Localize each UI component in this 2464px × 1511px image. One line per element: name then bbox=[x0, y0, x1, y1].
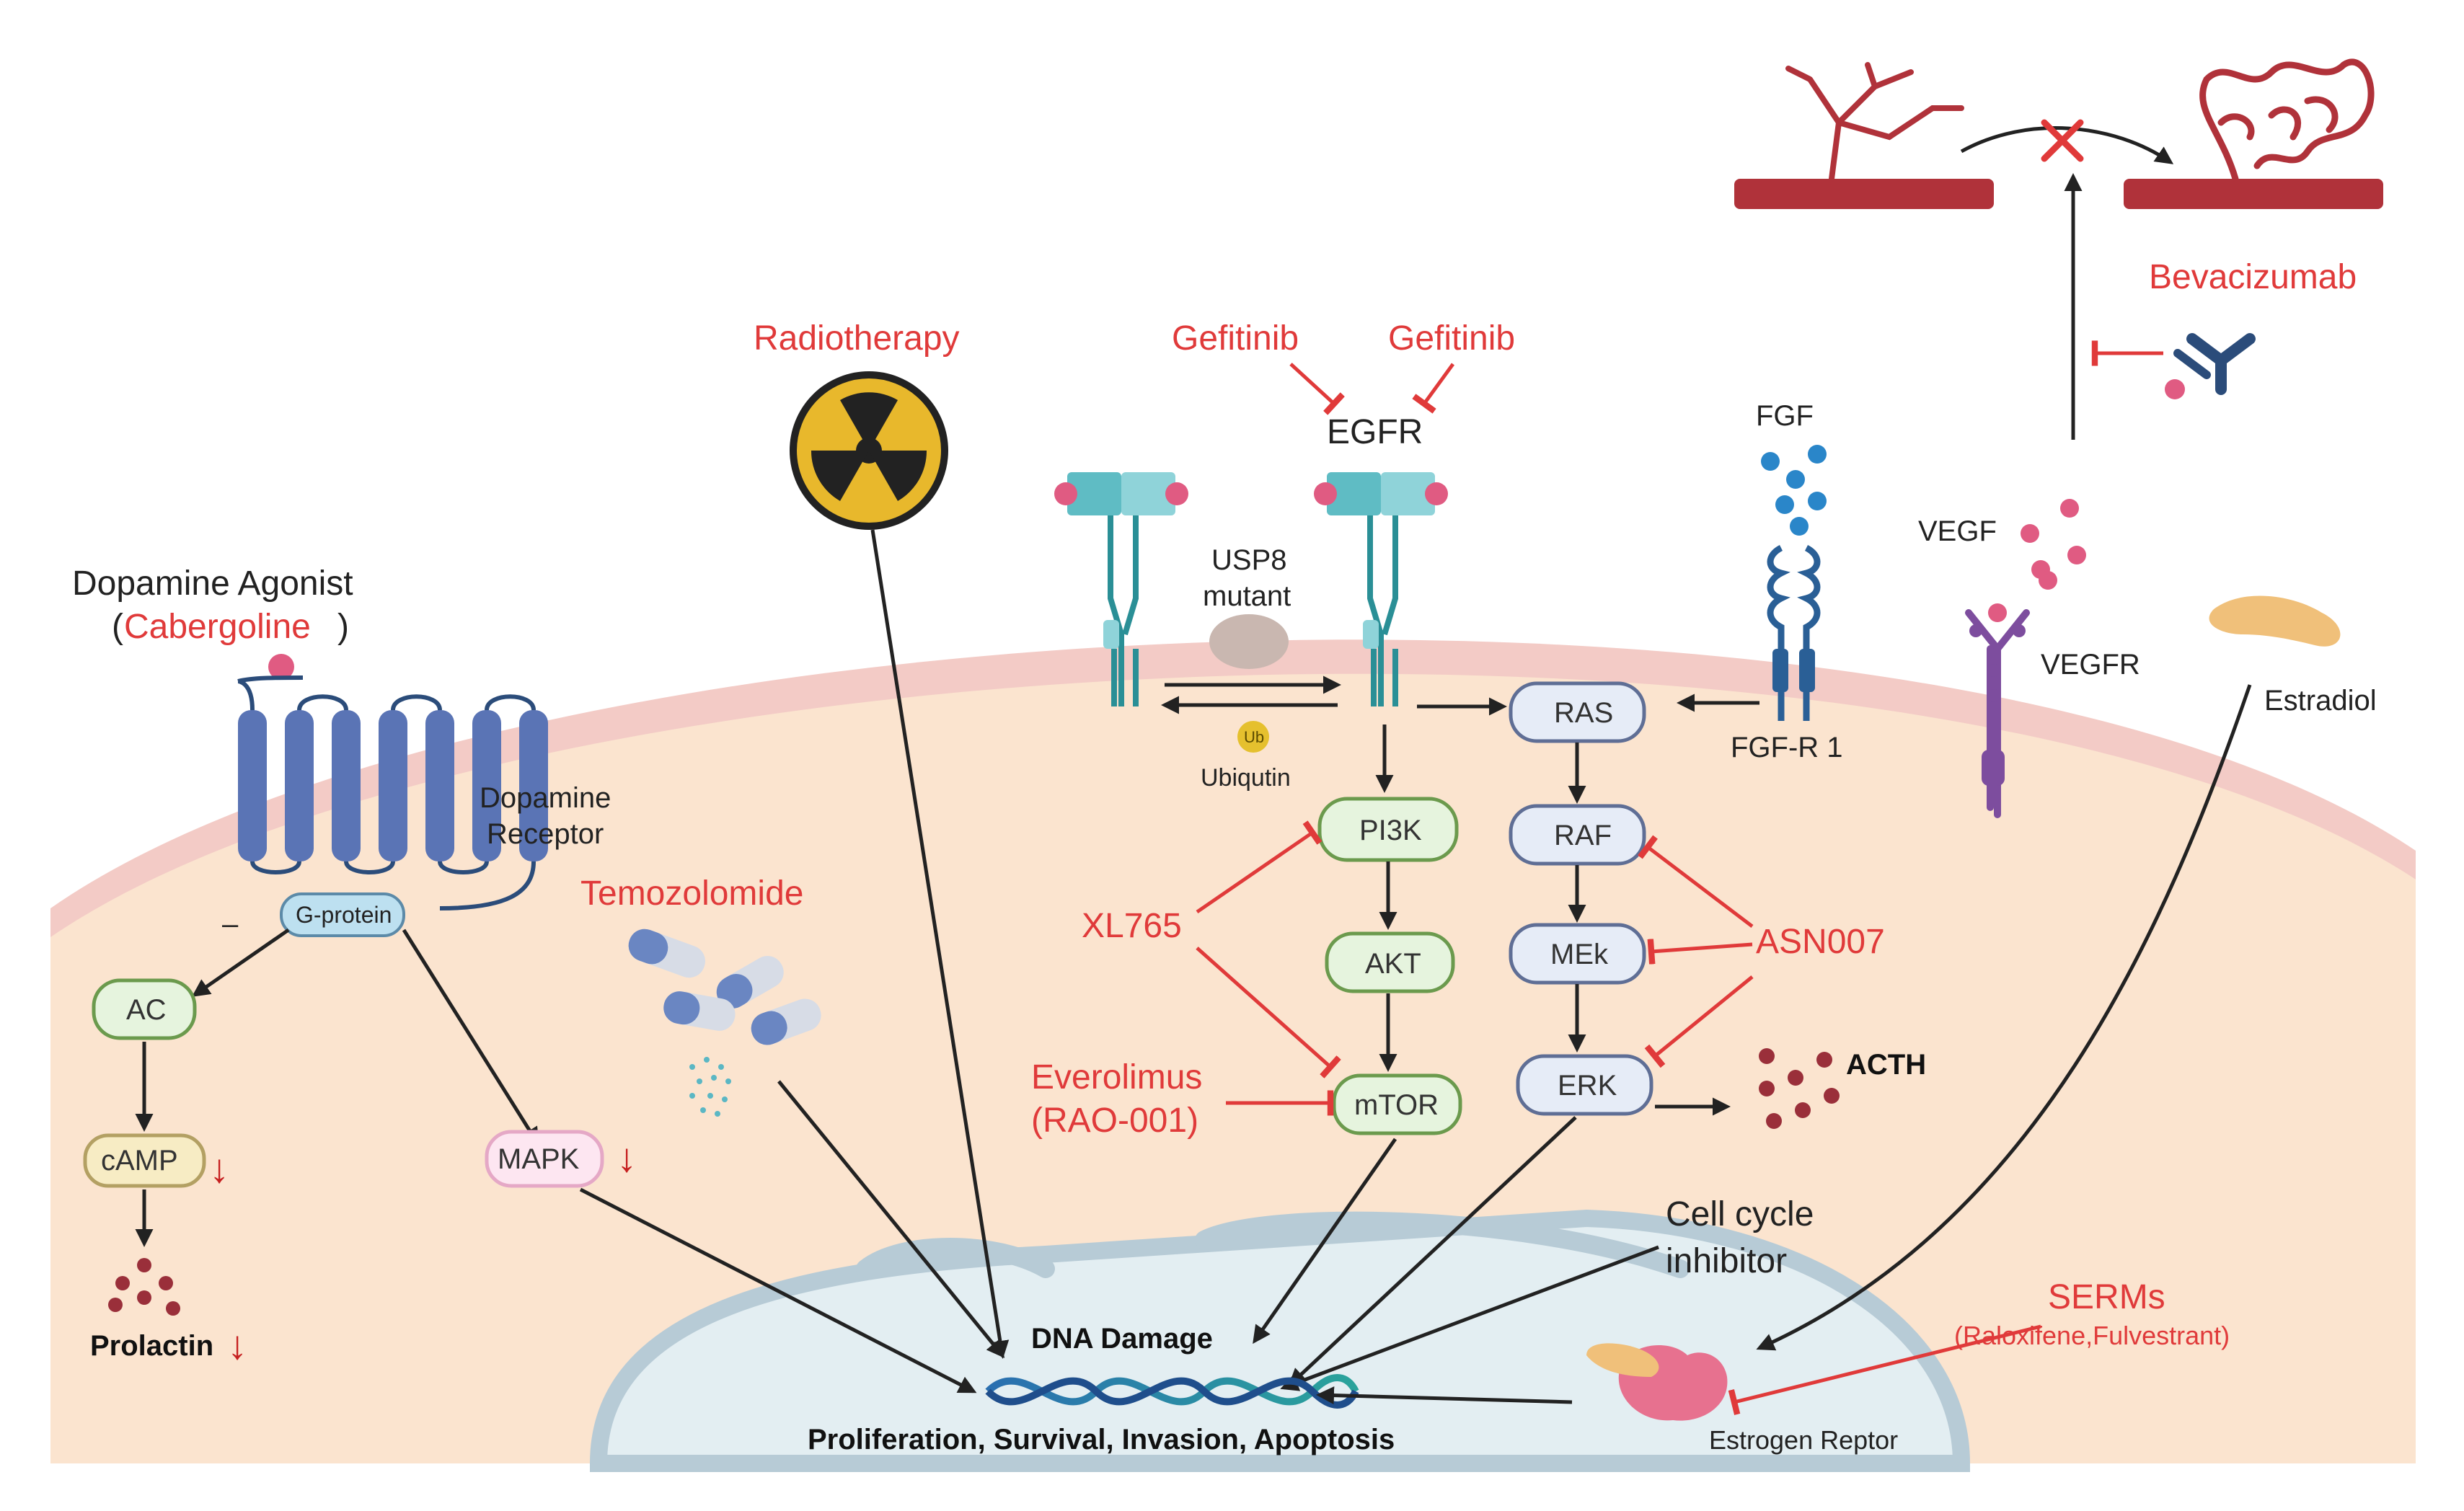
node-akt: AKT bbox=[1325, 931, 1455, 993]
gefitinib-label-2: Gefitinib bbox=[1388, 319, 1515, 358]
ubiquitin-label: Ubiqutin bbox=[1201, 764, 1291, 792]
acth-molecules bbox=[1759, 1048, 1840, 1129]
prolactin-down-arrow: ↓ bbox=[227, 1322, 247, 1368]
mapk-down-arrow: ↓ bbox=[617, 1135, 637, 1180]
svg-text:mTOR: mTOR bbox=[1354, 1089, 1439, 1121]
cabergoline-label: Cabergoline bbox=[124, 608, 311, 646]
estrogen-receptor-label: Estrogen Reptor bbox=[1709, 1425, 1898, 1455]
asn007-label: ASN007 bbox=[1756, 923, 1885, 961]
node-erk: ERK bbox=[1516, 1054, 1653, 1116]
xl765-label: XL765 bbox=[1082, 907, 1182, 945]
usp8-label-line1: USP8 bbox=[1211, 544, 1287, 576]
svg-text:MAPK: MAPK bbox=[498, 1143, 580, 1175]
svg-text:RAS: RAS bbox=[1554, 697, 1613, 729]
svg-text:AC: AC bbox=[126, 994, 167, 1026]
svg-text:ERK: ERK bbox=[1558, 1070, 1617, 1102]
g-protein: G-protein bbox=[280, 892, 405, 937]
vegfr-label: VEGFR bbox=[2041, 649, 2140, 681]
x-mark-icon bbox=[2041, 119, 2084, 162]
fgfr1-label: FGF-R 1 bbox=[1731, 732, 1843, 763]
svg-text:cAMP: cAMP bbox=[101, 1145, 178, 1177]
estrogen-receptor bbox=[1586, 1343, 1728, 1421]
estradiol-label: Estradiol bbox=[2264, 685, 2377, 717]
dna-helix-icon bbox=[985, 1374, 1359, 1409]
svg-text:AKT: AKT bbox=[1365, 948, 1421, 980]
prolactin-label: Prolactin bbox=[90, 1330, 213, 1362]
usp8-label-line2: mutant bbox=[1203, 580, 1291, 612]
serms-sub-label: (Raloxifene,Fulvestrant) bbox=[1954, 1321, 2230, 1350]
powder-dots bbox=[689, 1057, 731, 1117]
node-ras: RAS bbox=[1509, 681, 1646, 743]
sparse-branches bbox=[1785, 62, 1964, 182]
cell-cycle-label-line2: inhibitor bbox=[1666, 1242, 1787, 1280]
vessel-left bbox=[1734, 179, 1994, 209]
antibody-icon bbox=[2165, 333, 2256, 399]
dopamine-receptor-label-line2: Receptor bbox=[487, 818, 604, 850]
everolimus-label-line1: Everolimus bbox=[1031, 1058, 1202, 1096]
node-mek: MEk bbox=[1509, 923, 1646, 985]
dense-branches bbox=[2199, 58, 2375, 182]
cell-cycle-label-line1: Cell cycle bbox=[1666, 1195, 1814, 1233]
vegf-label: VEGF bbox=[1918, 515, 1997, 547]
vessel-right bbox=[2124, 179, 2383, 209]
svg-text:G-protein: G-protein bbox=[296, 902, 392, 928]
fgfr1-receptor bbox=[1767, 544, 1821, 721]
egfr-receptor-right bbox=[1314, 472, 1448, 706]
prolactin-molecules bbox=[108, 1258, 180, 1316]
outcomes-label: Proliferation, Survival, Invasion, Apopt… bbox=[808, 1424, 1395, 1455]
everolimus-label-line2: (RAO-001) bbox=[1031, 1102, 1198, 1140]
node-raf: RAF bbox=[1509, 804, 1646, 866]
svg-text:MEk: MEk bbox=[1550, 939, 1609, 970]
camp-down-arrow: ↓ bbox=[209, 1146, 229, 1191]
fgf-ligands bbox=[1761, 445, 1827, 536]
dopamine-receptor-label-line1: Dopamine bbox=[480, 782, 611, 814]
radiotherapy-label: Radiotherapy bbox=[754, 319, 960, 358]
angiogenesis-panel bbox=[1734, 58, 2383, 440]
node-mtor: mTOR bbox=[1332, 1073, 1462, 1135]
node-mapk: MAPK bbox=[485, 1130, 604, 1188]
dopamine-agonist-label: Dopamine Agonist bbox=[72, 564, 353, 603]
node-camp: cAMP bbox=[83, 1133, 206, 1188]
svg-text:PI3K: PI3K bbox=[1359, 815, 1422, 846]
egfr-receptor-left bbox=[1054, 472, 1188, 706]
node-pi3k: PI3K bbox=[1317, 797, 1459, 862]
svg-text:(: ( bbox=[112, 608, 123, 646]
gefitinib-label-1: Gefitinib bbox=[1172, 319, 1299, 358]
egfr-label: EGFR bbox=[1327, 413, 1423, 451]
vegf-ligands bbox=[1988, 499, 2086, 622]
dopamine-receptor bbox=[237, 675, 548, 910]
svg-text:–: – bbox=[222, 908, 239, 940]
node-ac: AC bbox=[92, 978, 197, 1040]
svg-text:Ub: Ub bbox=[1244, 728, 1264, 746]
serms-label: SERMs bbox=[2048, 1278, 2165, 1316]
fgf-label: FGF bbox=[1756, 400, 1814, 432]
agonist-ligand bbox=[268, 654, 294, 680]
temozolomide-label: Temozolomide bbox=[580, 874, 803, 913]
svg-text:RAF: RAF bbox=[1554, 820, 1612, 851]
dna-damage-label: DNA Damage bbox=[1031, 1323, 1213, 1355]
ubiquitin-icon bbox=[1237, 721, 1269, 753]
bevacizumab-label: Bevacizumab bbox=[2149, 258, 2357, 296]
svg-text:): ) bbox=[337, 608, 349, 646]
radiation-icon bbox=[790, 371, 948, 530]
capsule-icon bbox=[628, 929, 821, 1045]
usp8-protein bbox=[1209, 614, 1289, 669]
acth-label: ACTH bbox=[1846, 1049, 1926, 1081]
estradiol-molecule bbox=[2209, 595, 2341, 647]
